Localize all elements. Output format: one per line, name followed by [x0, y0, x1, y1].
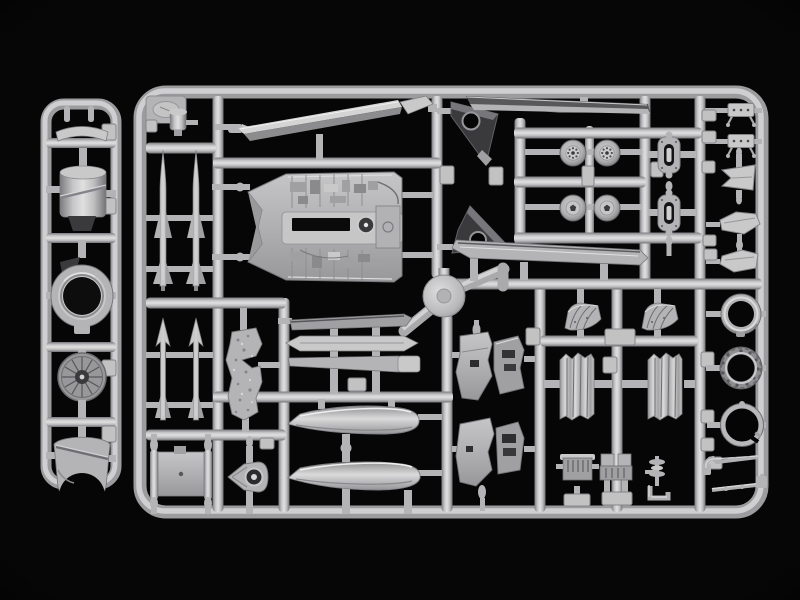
photo-model-kit-sprues	[0, 0, 800, 600]
sprue-photo-canvas	[0, 0, 800, 600]
photo-vignette	[0, 0, 800, 600]
